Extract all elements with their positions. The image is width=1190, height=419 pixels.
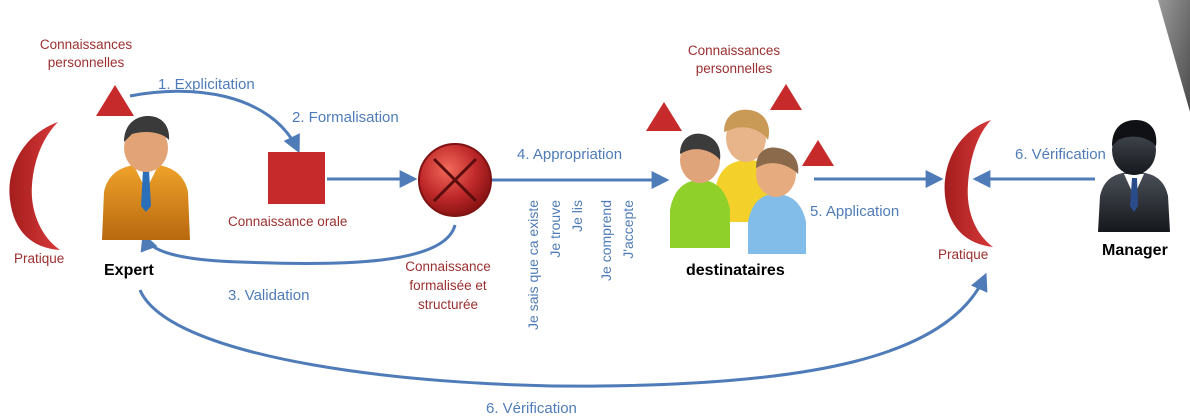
destinataires-label: destinataires [686,262,785,279]
explicitation-arrow [129,89,300,154]
pratique-left-label: Pratique [14,251,64,266]
step-verification-bottom: 6. Vérification [486,400,577,417]
step-validation: 3. Validation [228,287,309,304]
personal-knowledge-left-line2: personnelles [48,55,125,70]
connaissance-formalisee-line1: Connaissance [405,259,491,274]
manager-person-icon [1098,120,1170,232]
connaissance-orale-square-icon [268,152,325,204]
connaissance-formalisee-line2: formalisée et [409,278,487,293]
appropriation-level-read: Je lis [569,200,585,232]
appropriation-level-understand: Je comprend [598,200,614,281]
appropriation-level-exists: Je sais que ca existe [525,200,541,330]
step-explicitation: 1. Explicitation [158,76,255,93]
pratique-right-label: Pratique [938,247,988,262]
corner-decoration [1158,0,1190,112]
personal-knowledge-right-line1: Connaissances [688,43,781,58]
appropriation-level-accept: J'accepte [620,200,636,259]
step-formalisation: 2. Formalisation [292,109,399,126]
personal-knowledge-right-line2: personnelles [696,61,773,76]
appropriation-level-find: Je trouve [547,200,563,258]
expert-person-icon [102,116,190,240]
personal-knowledge-left-line1: Connaissances [40,37,133,52]
destinataires-group-icon [670,109,806,254]
personal-knowledge-triangle-icon [646,102,682,131]
step-application: 5. Application [810,203,899,220]
step-appropriation: 4. Appropriation [517,146,622,163]
pratique-right-crescent-icon [944,120,993,247]
pratique-left-crescent-icon [9,122,60,250]
personal-knowledge-triangle-icon [770,84,802,110]
step-verification-top: 6. Vérification [1015,146,1106,163]
personal-knowledge-triangle-icon [802,140,834,166]
connaissance-formalisee-line3: structurée [418,297,478,312]
connaissance-formalisee-ball-icon [418,143,492,217]
connaissance-orale-label: Connaissance orale [228,214,347,229]
long-verification-arrow [138,272,988,388]
manager-label: Manager [1102,242,1168,259]
validation-arrow [140,224,457,266]
personal-knowledge-triangle-icon [96,85,134,116]
expert-label: Expert [104,262,154,279]
